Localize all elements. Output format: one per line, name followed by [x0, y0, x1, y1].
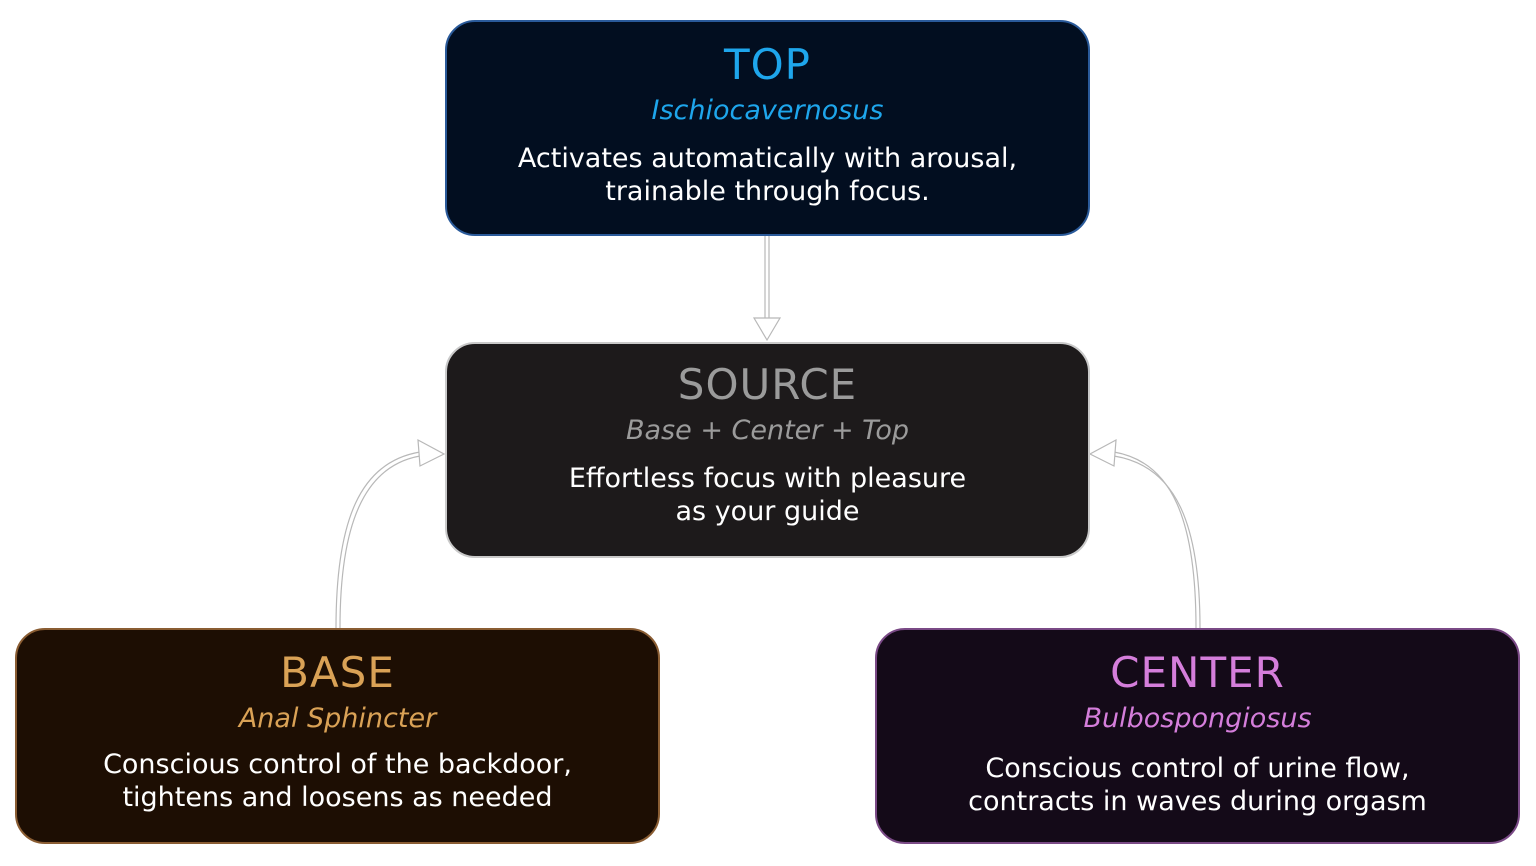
- node-center-title: CENTER: [1110, 648, 1285, 697]
- node-base-title: BASE: [280, 648, 395, 697]
- node-source-description: Effortless focus with pleasure as your g…: [447, 462, 1088, 530]
- node-center-desc-line-1: Conscious control of urine flow,: [985, 752, 1410, 784]
- node-top-description: Activates automatically with arousal, tr…: [447, 142, 1088, 210]
- node-top: TOP Ischiocavernosus Activates automatic…: [445, 20, 1090, 236]
- node-source-subtitle: Base + Center + Top: [625, 415, 909, 446]
- node-top-desc-line-2: trainable through focus.: [605, 176, 930, 208]
- node-base: BASE Anal Sphincter Conscious control of…: [15, 628, 660, 844]
- node-center-subtitle: Bulbospongiosus: [1083, 703, 1312, 734]
- edge-top-to-source: [752, 236, 782, 342]
- node-top-desc-line-1: Activates automatically with arousal,: [517, 142, 1018, 174]
- node-base-subtitle: Anal Sphincter: [238, 703, 437, 734]
- node-center-description: Conscious control of urine flow, contrac…: [877, 752, 1518, 820]
- node-center-desc-line-2: contracts in waves during orgasm: [968, 786, 1427, 818]
- node-source-desc-line-1: Effortless focus with pleasure: [568, 462, 967, 494]
- node-base-description: Conscious control of the backdoor, tight…: [17, 748, 658, 816]
- node-source: SOURCE Base + Center + Top Effortless fo…: [445, 342, 1090, 558]
- node-top-subtitle: Ischiocavernosus: [651, 95, 884, 126]
- node-base-desc-line-2: tightens and loosens as needed: [122, 782, 553, 814]
- node-source-desc-line-2: as your guide: [675, 496, 860, 528]
- node-source-title: SOURCE: [677, 360, 858, 409]
- edge-center-to-source: [1088, 438, 1201, 629]
- node-center: CENTER Bulbospongiosus Conscious control…: [875, 628, 1520, 844]
- node-top-title: TOP: [723, 40, 812, 89]
- node-base-desc-line-1: Conscious control of the backdoor,: [103, 748, 572, 780]
- edge-base-to-source: [335, 438, 446, 629]
